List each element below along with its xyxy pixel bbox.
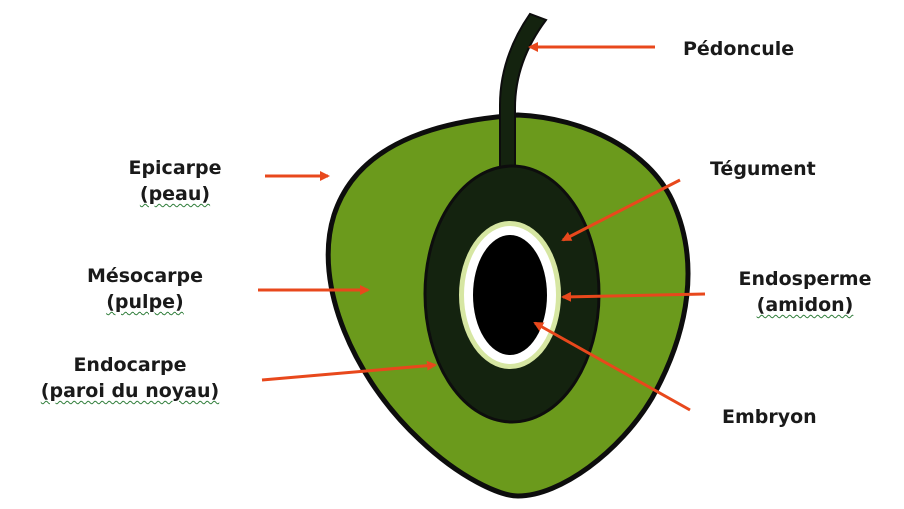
label-endocarpe-text: Endocarpe [6, 352, 254, 378]
label-epicarpe-sub: (peau) [140, 183, 210, 205]
label-embryon: Embryon [722, 404, 817, 430]
label-endosperme-sub: (amidon) [757, 294, 854, 316]
label-embryon-text: Embryon [722, 404, 817, 430]
label-epicarpe-text: Epicarpe [105, 155, 245, 181]
label-mesocarpe: Mésocarpe (pulpe) [55, 263, 235, 315]
label-tegument: Tégument [710, 156, 816, 182]
label-mesocarpe-sub: (pulpe) [106, 291, 184, 313]
label-endosperme-text: Endosperme [715, 266, 895, 292]
label-pedoncule: Pédoncule [683, 36, 794, 62]
label-endocarpe: Endocarpe (paroi du noyau) [6, 352, 254, 404]
label-mesocarpe-text: Mésocarpe [55, 263, 235, 289]
label-endosperme: Endosperme (amidon) [715, 266, 895, 318]
embryo [473, 235, 547, 355]
label-pedoncule-text: Pédoncule [683, 36, 794, 62]
label-endocarpe-sub: (paroi du noyau) [41, 380, 219, 402]
label-tegument-text: Tégument [710, 156, 816, 182]
label-epicarpe: Epicarpe (peau) [105, 155, 245, 207]
